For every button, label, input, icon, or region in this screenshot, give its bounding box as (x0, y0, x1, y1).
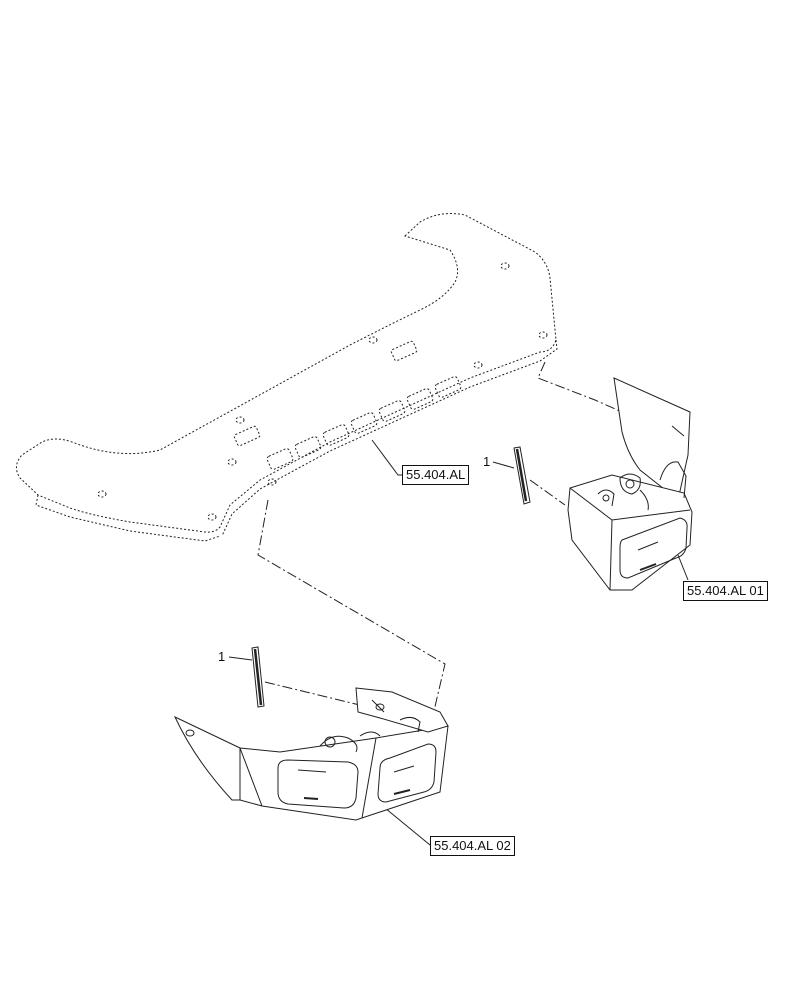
lamp-assembly-right (567, 377, 693, 591)
callout-lamp-left[interactable]: 55.404.AL 02 (430, 836, 515, 856)
callout-top-panel[interactable]: 55.404.AL (402, 465, 470, 485)
panel-slots (233, 340, 462, 470)
callout-lamp-right[interactable]: 55.404.AL 01 (683, 581, 768, 601)
item-number-left: 1 (218, 649, 226, 664)
item-number-right: 1 (483, 454, 491, 469)
panel-holes (97, 262, 548, 521)
top-panel (16, 213, 558, 542)
strip-right (513, 446, 531, 505)
strip-left (251, 646, 265, 708)
lamp-assembly-left (173, 687, 449, 821)
